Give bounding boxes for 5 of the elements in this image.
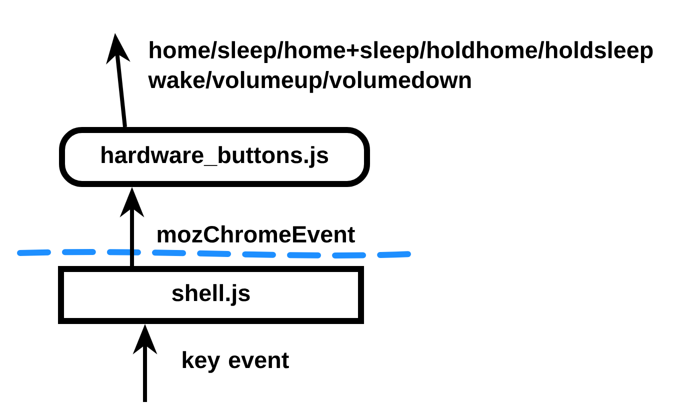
edge-label: home/sleep/home+sleep/holdhome/holdsleep wake/volumeup/volumedown xyxy=(148,41,653,93)
rounded-box: hardware_buttons.js xyxy=(59,127,370,187)
edge-label: key event xyxy=(182,351,289,373)
edge-label: mozChromeEvent xyxy=(158,225,355,243)
process-box: shell.js xyxy=(58,266,364,324)
